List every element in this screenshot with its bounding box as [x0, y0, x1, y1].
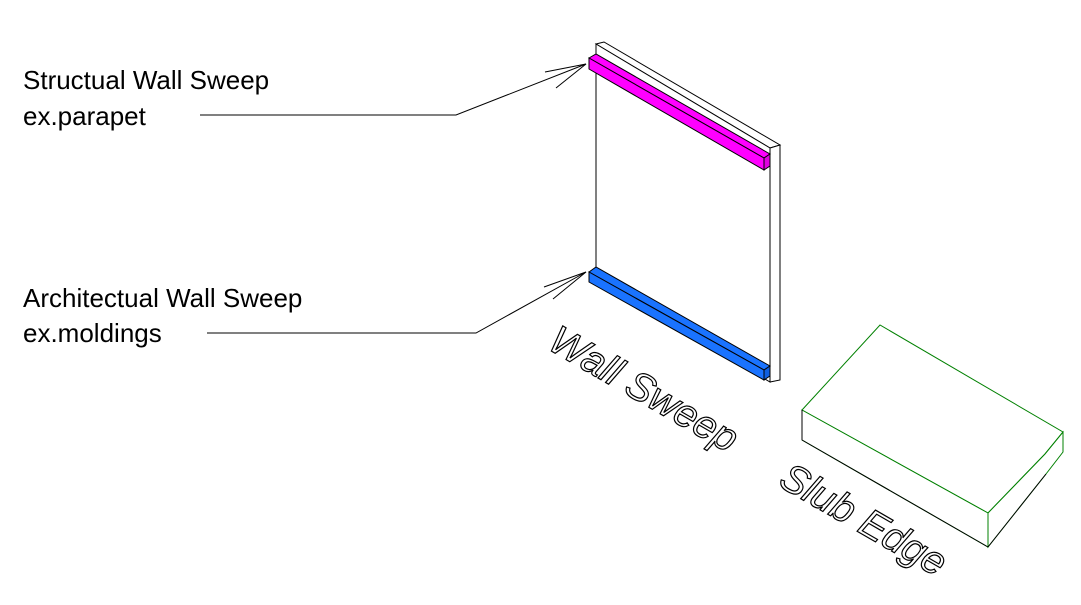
structural-leader-arrow	[200, 63, 587, 116]
slab-edge-hidden-edges	[801, 410, 1047, 548]
architectural-sweep-end	[763, 365, 771, 381]
architectural-sweep-label: Architectual Wall Sweep	[23, 283, 303, 313]
architectural-leader-arrow	[207, 271, 587, 334]
architectural-sweep-example: ex.moldings	[23, 318, 162, 348]
structural-sweep-end	[763, 153, 771, 171]
architectural-wall-sweep	[588, 266, 771, 381]
structural-sweep-label: Structual Wall Sweep	[23, 65, 270, 95]
structural-sweep-example: ex.parapet	[23, 101, 146, 131]
structural-wall-sweep	[587, 53, 771, 171]
wall-side-face	[769, 144, 781, 383]
slab-edge	[801, 324, 1064, 549]
